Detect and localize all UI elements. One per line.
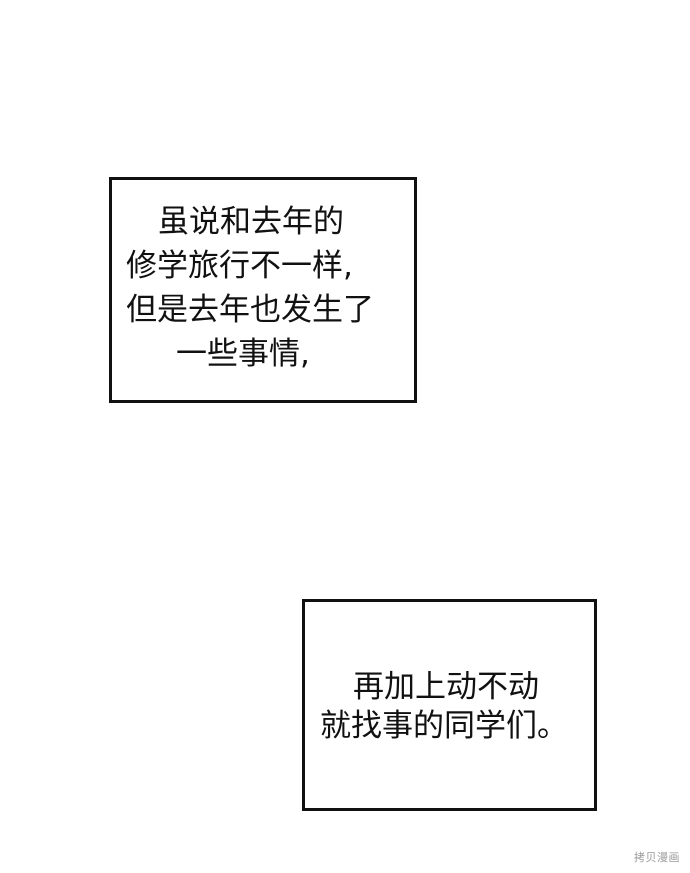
watermark-text: 拷贝漫画	[634, 851, 680, 864]
caption-box-top: 虽说和去年的 修学旅行不一样, 但是去年也发生了 一些事情,	[109, 177, 417, 403]
caption-line: 但是去年也发生了	[126, 292, 374, 328]
caption-line: 一些事情,	[176, 336, 310, 372]
caption-line: 修学旅行不一样,	[126, 248, 353, 284]
caption-box-bottom: 再加上动不动 就找事的同学们。	[302, 599, 597, 811]
caption-line: 就找事的同学们。	[320, 708, 568, 744]
caption-line: 虽说和去年的	[158, 204, 344, 240]
caption-line: 再加上动不动	[353, 669, 539, 705]
